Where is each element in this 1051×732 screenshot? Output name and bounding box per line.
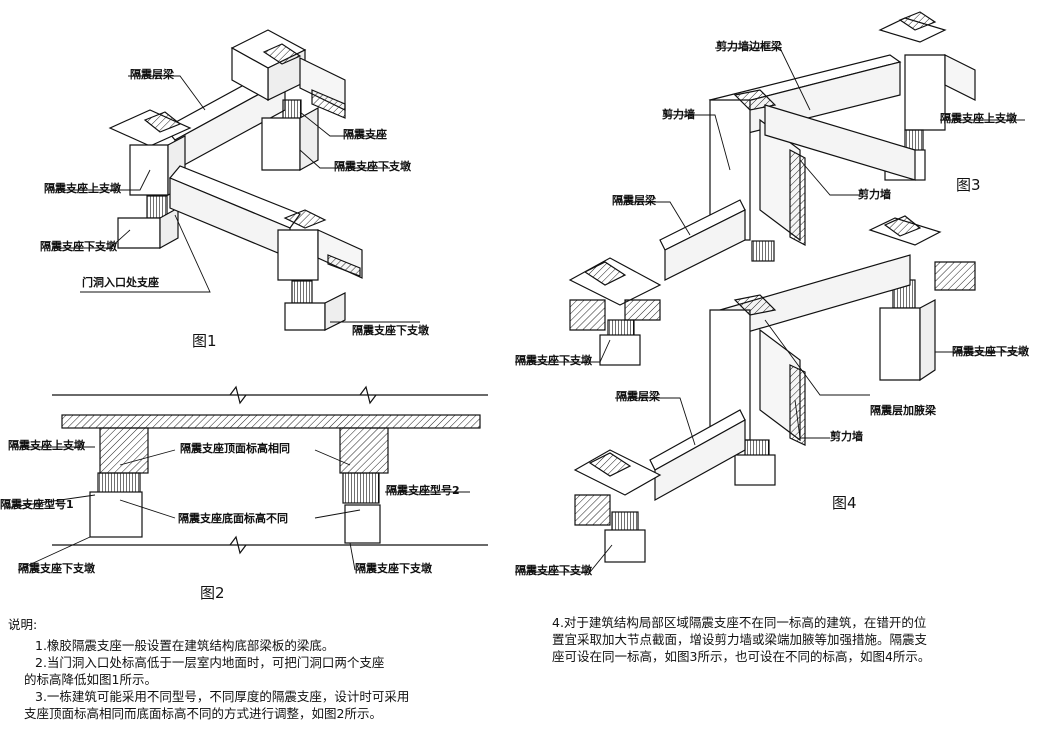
figure-3-drawing [515,11,1025,366]
fig2-caption: 图2 [200,584,225,602]
fig1-caption: 图1 [192,332,217,350]
figure-1-drawing [50,29,420,331]
fig4-label-shear-wall: 剪力墙 [830,430,863,443]
fig1-label-beam: 隔震层梁 [130,68,174,81]
fig2-label-type1: 隔震支座型号1 [0,498,74,511]
fig4-label-lower-pier-bottom: 隔震支座下支墩 [515,564,592,577]
figure-4-drawing [515,215,1025,573]
fig4-label-lower-pier-right: 隔震支座下支墩 [952,345,1029,358]
fig1-label-door-bearing: 门洞入口处支座 [82,276,159,289]
note-1: 1.橡胶隔震支座一般设置在建筑结构底部梁板的梁底。 [35,638,335,653]
fig3-label-frame-beam: 剪力墙边框梁 [716,40,782,53]
fig4-label-beam: 隔震层梁 [616,390,660,403]
note-4b: 置宜采取加大节点截面，增设剪力墙或梁端加腋等加强措施。隔震支 [552,632,928,647]
fig3-label-shear-wall-center: 剪力墙 [858,188,891,201]
fig1-label-upper-pier: 隔震支座上支墩 [44,182,121,195]
fig3-label-upper-pier: 隔震支座上支墩 [940,112,1017,125]
fig1-label-bearing: 隔震支座 [343,128,387,141]
note-4c: 座可设在同一标高，如图3所示，也可设在不同的标高，如图4所示。 [552,649,931,664]
fig2-label-type2: 隔震支座型号2 [386,484,460,497]
fig1-label-lower-pier-left: 隔震支座下支墩 [40,240,117,253]
fig1-label-lower-pier-right: 隔震支座下支墩 [334,160,411,173]
fig3-label-beam: 隔震层梁 [612,194,656,207]
fig2-label-bottom-diff: 隔震支座底面标高不同 [178,512,288,525]
fig2-label-upper-pier: 隔震支座上支墩 [8,439,85,452]
figure-2-drawing [4,385,488,571]
fig2-label-lower-pier-left: 隔震支座下支墩 [18,562,95,575]
fig4-caption: 图4 [832,494,857,512]
note-3b: 支座顶面标高相同而底面标高不同的方式进行调整，如图2所示。 [24,706,382,721]
fig3-caption: 图3 [956,176,981,194]
fig2-label-top-same: 隔震支座顶面标高相同 [180,442,290,455]
fig2-label-lower-pier-right: 隔震支座下支墩 [355,562,432,575]
notes-right: 4.对于建筑结构局部区域隔震支座不在同一标高的建筑，在错开的位 置宜采取加大节点… [552,614,1047,665]
notes-left: 说明: 1.橡胶隔震支座一般设置在建筑结构底部梁板的梁底。 2.当门洞入口处标高… [8,616,518,722]
note-2a: 2.当门洞入口处标高低于一层室内地面时，可把门洞口两个支座 [35,655,385,670]
fig1-label-lower-pier-bottom: 隔震支座下支墩 [352,324,429,337]
fig3-label-lower-pier: 隔震支座下支墩 [515,354,592,367]
fig4-label-haunch-beam: 隔震层加腋梁 [870,404,936,417]
note-2b: 的标高降低如图1所示。 [24,672,157,687]
note-4a: 4.对于建筑结构局部区域隔震支座不在同一标高的建筑，在错开的位 [552,615,927,630]
notes-title: 说明: [8,617,38,632]
note-3a: 3.一栋建筑可能采用不同型号，不同厚度的隔震支座，设计时可采用 [35,689,410,704]
fig3-label-shear-wall-left: 剪力墙 [662,108,695,121]
